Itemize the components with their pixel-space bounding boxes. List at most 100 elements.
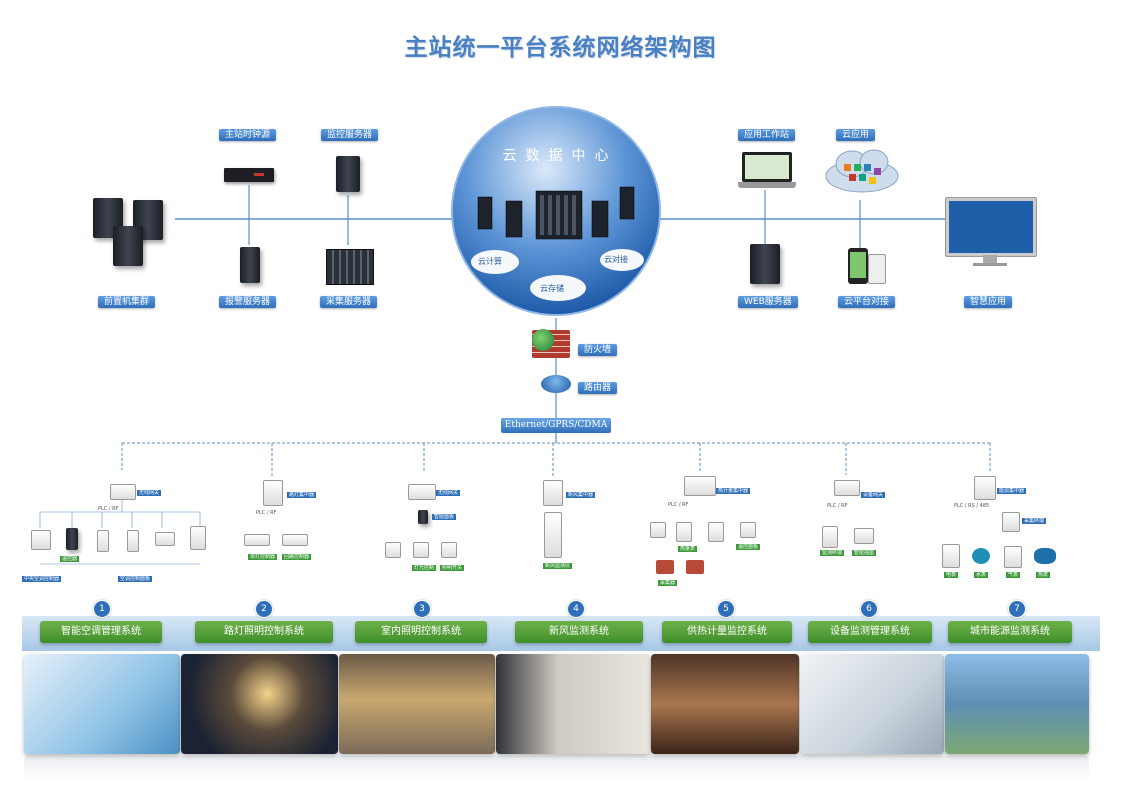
system-tab-6[interactable]: 设备监测管理系统 (808, 621, 932, 643)
page-title: 主站统一平台系统网络架构图 (404, 34, 717, 61)
system-tab-3[interactable]: 室内照明控制系统 (355, 621, 487, 643)
subsystem5-meter-label: 热量表 (678, 546, 698, 552)
subsystem7-concentrator-label: 能源集中器 (997, 488, 1027, 494)
photo-street-lighting (181, 654, 338, 754)
cloud-connect-icon (838, 248, 886, 286)
system-number-2: 2 (255, 600, 273, 618)
ac-device-6-icon (190, 526, 206, 550)
heat-meter-2-icon (676, 522, 692, 542)
monitor-server-icon (336, 156, 360, 192)
monitor-display-icon (945, 197, 1037, 269)
cloud-bubble-connect: 云对接 (604, 255, 628, 264)
system-number-1: 1 (93, 600, 111, 618)
router-icon (541, 375, 571, 393)
subsystem3-panel-label: 智能面板 (432, 514, 457, 520)
system-tab-7[interactable]: 城市能源监测系统 (948, 621, 1072, 643)
heat-concentrator-icon (684, 476, 716, 496)
subsystem3-gateway-label: 无线网关 (436, 490, 461, 496)
subsystem1-thermostat-label: 温控器 (60, 556, 80, 562)
network-link-label: Ethernet/GPRS/CDMA (501, 418, 611, 433)
cloud-app-label: 云应用 (836, 129, 876, 141)
subsystem5-collector-label: 采集器 (658, 580, 678, 586)
fresh-air-monitor-icon (544, 512, 562, 558)
subsystem1-controller-label: 中央空调控制器 (22, 576, 62, 582)
heat-collector-2-icon (686, 560, 704, 574)
ac-thermostat-icon (31, 530, 51, 550)
subsystem1-lines (39, 500, 201, 565)
subsystem7-heat-label: 热表 (1036, 572, 1051, 578)
smart-panel-icon (418, 510, 428, 524)
cloud-bubble-storage: 云存储 (540, 284, 564, 293)
subsystem5-panel-label: 温控面板 (736, 544, 761, 550)
system-tab-2[interactable]: 路灯照明控制系统 (195, 621, 333, 643)
heat-meter-icon (1034, 548, 1056, 564)
app-workstation-label: 应用工作站 (738, 129, 796, 141)
heat-collector-1-icon (656, 560, 674, 574)
system-tab-1[interactable]: 智能空调管理系统 (40, 621, 162, 643)
cloud-bubble-icons (471, 249, 644, 301)
laptop-icon (738, 152, 796, 190)
photo-device-monitoring (800, 654, 944, 754)
subsystem1-panel-label: 空调控制面板 (118, 576, 153, 582)
subsystem2-loop-label: 回路控制器 (282, 554, 312, 560)
subsystem6-gateway-label: 设备网关 (861, 492, 886, 498)
photo-heat-metering (651, 654, 799, 754)
ac-device-3-icon (97, 530, 109, 552)
ac-device-5-icon (155, 532, 175, 546)
smart-socket-icon (854, 528, 874, 544)
time-source-icon (224, 168, 274, 182)
heat-meter-1-icon (650, 522, 666, 538)
street-concentrator-icon (263, 480, 283, 506)
subsystem4-monitor-label: 新风监测仪 (543, 563, 573, 569)
time-source-label: 主站时钟源 (219, 129, 277, 141)
system-number-4: 4 (567, 600, 585, 618)
subsystem3-light-label: 灯光控制 (412, 565, 437, 571)
web-server-icon (750, 244, 780, 284)
fresh-air-concentrator-icon (543, 480, 563, 506)
ac-device-4-icon (127, 530, 139, 552)
subsystem5-concentrator-label: 热计量集中器 (716, 488, 751, 494)
system-number-7: 7 (1008, 600, 1026, 618)
subsystem1-plc-label: PLC / RF (98, 506, 119, 512)
energy-concentrator-icon (974, 476, 996, 500)
light-switch-2-icon (413, 542, 429, 558)
photo-indoor-lighting (339, 654, 495, 754)
subsystem7-electric-label: 电表 (944, 572, 959, 578)
ac-controller-icon (66, 528, 78, 550)
heat-panel-icon (740, 522, 756, 538)
photo-reflection (24, 756, 1089, 780)
loop-controller-icon (282, 534, 308, 546)
web-server-label: WEB服务器 (738, 296, 798, 308)
gateway-icon-3 (408, 484, 436, 500)
system-number-6: 6 (860, 600, 878, 618)
collect-server-label: 采集服务器 (320, 296, 378, 308)
subsystem6-socket-label: 智能插座 (852, 550, 877, 556)
photo-ac-system (24, 654, 180, 754)
photo-city-energy (945, 654, 1089, 754)
system-number-3: 3 (413, 600, 431, 618)
subsystem7-water-label: 水表 (974, 572, 989, 578)
firewall-label: 防火墙 (578, 344, 618, 356)
cloud-bubble-compute: 云计算 (478, 257, 502, 266)
photo-fresh-air (496, 654, 650, 754)
alarm-server-label: 报警服务器 (219, 296, 277, 308)
frontend-cluster-label: 前置机集群 (98, 296, 156, 308)
alarm-server-icon (240, 247, 260, 283)
subsystem6-terminal-label: 监测终端 (820, 550, 845, 556)
water-meter-icon (972, 548, 990, 564)
cloud-app-icon (825, 149, 899, 193)
collection-terminal-icon (1002, 512, 1020, 532)
subsystem7-gas-label: 气表 (1006, 572, 1021, 578)
subsystem7-plc-label: PLC / RS / 485 (954, 503, 990, 509)
system-tab-5[interactable]: 供热计量监控系统 (662, 621, 792, 643)
collect-server-icon (326, 249, 374, 285)
subsystem6-plc-label: PLC / RF (827, 503, 848, 509)
router-label: 路由器 (578, 382, 618, 394)
system-tab-4[interactable]: 新风监测系统 (515, 621, 643, 643)
cloud-connect-label: 云平台对接 (838, 296, 896, 308)
electric-meter-icon (942, 544, 960, 568)
light-switch-1-icon (385, 542, 401, 558)
lamp-controller-icon (244, 534, 270, 546)
subsystem2-plc-label: PLC / RF (256, 510, 277, 516)
subsystem1-gateway-label: 无线网关 (137, 490, 162, 496)
